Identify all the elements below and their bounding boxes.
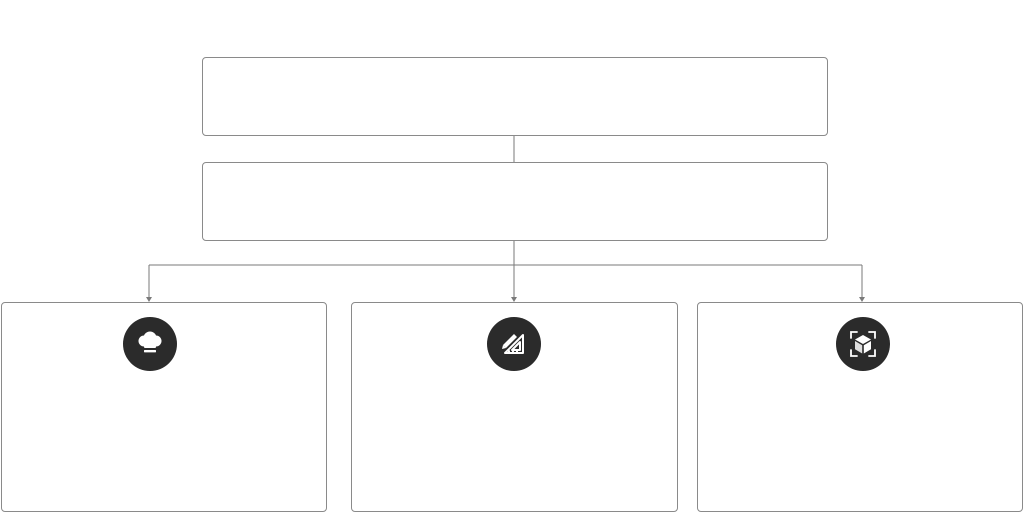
middle-box [202,162,828,241]
drafting-tools-icon [487,317,541,371]
top-box [202,57,828,136]
chef-hat-icon [123,317,177,371]
3d-cube-scan-icon [836,317,890,371]
